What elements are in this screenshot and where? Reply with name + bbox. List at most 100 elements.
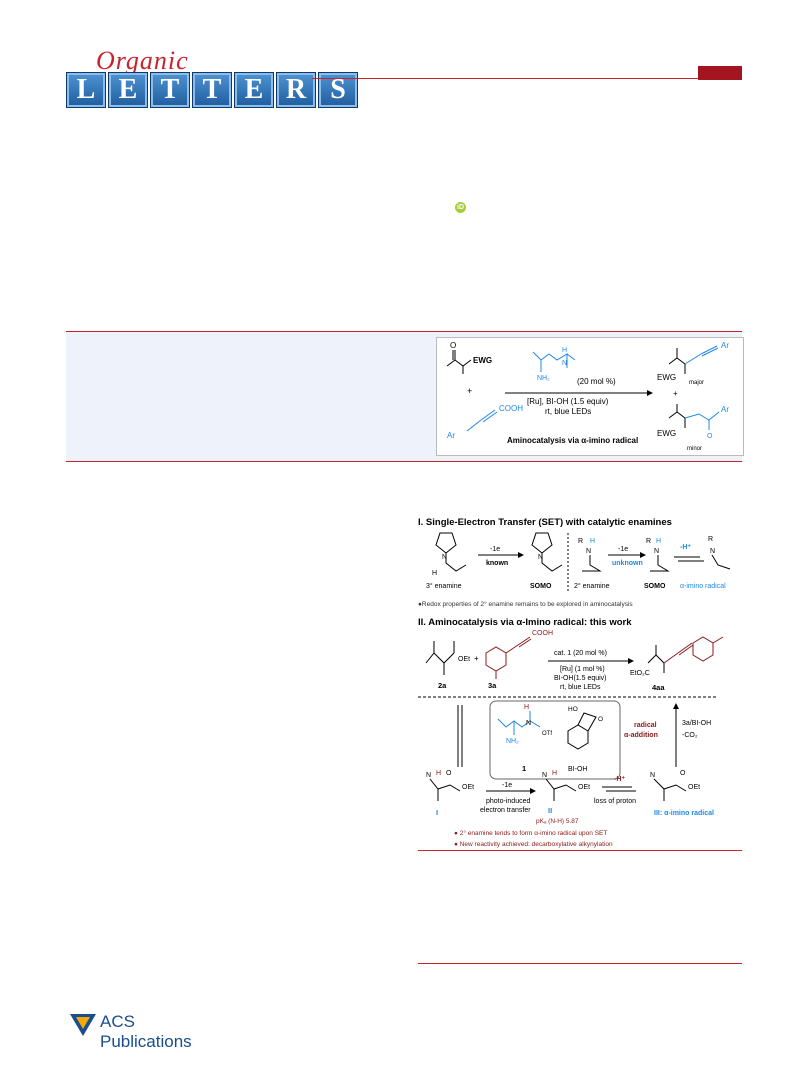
- svg-text:N: N: [542, 772, 547, 779]
- known-label: known: [486, 560, 508, 567]
- somo-b: SOMO: [644, 583, 666, 590]
- toc-ar: Ar: [447, 431, 455, 440]
- orcid-icon[interactable]: iD: [455, 202, 466, 213]
- svg-text:OEt: OEt: [462, 784, 474, 791]
- alpha-imino-a: α-imino radical: [680, 583, 726, 590]
- toc-graphic: O EWG + Ar COOH H N NH₂ (20 mol %) [Ru],…: [436, 337, 744, 456]
- label-II: II: [548, 806, 552, 815]
- svg-text:N: N: [562, 360, 567, 367]
- svg-text:N: N: [650, 772, 655, 779]
- label-4aa: 4aa: [652, 683, 665, 692]
- bioh-label: BI-OH: [568, 766, 587, 773]
- catalyst-1: [497, 711, 541, 735]
- svg-text:O: O: [598, 716, 603, 723]
- label-2a: 2a: [438, 681, 447, 690]
- svg-text:N: N: [442, 554, 447, 561]
- svg-text:O: O: [446, 770, 452, 777]
- logo-letter: R: [276, 72, 316, 108]
- svg-text:OEt: OEt: [688, 784, 700, 791]
- svg-text:R: R: [578, 538, 583, 545]
- label-1: 1: [522, 764, 526, 773]
- rt-condition: rt, blue LEDs: [560, 684, 601, 691]
- journal-logo-tiles: L E T T E R S: [66, 72, 358, 108]
- ketoester-2a: [425, 641, 455, 675]
- logo-letter: E: [108, 72, 148, 108]
- alpha-addition-label: α-addition: [624, 732, 658, 739]
- svg-text:N: N: [710, 548, 715, 555]
- svg-text:H: H: [562, 347, 567, 354]
- toc-plus: +: [467, 386, 472, 396]
- svg-text:O: O: [680, 770, 686, 777]
- acs-triangle-icon: [70, 1014, 96, 1036]
- toc-loading: (20 mol %): [577, 377, 616, 386]
- photo-line1: photo-induced: [486, 798, 530, 805]
- scheme-figure: I. Single-Electron Transfer (SET) with c…: [418, 513, 742, 850]
- bullet-1: ● 2° enamine tends to form α-imino radic…: [454, 829, 607, 837]
- svg-text:R: R: [646, 538, 651, 545]
- column-bottom-rule: [418, 963, 742, 964]
- logo-letter: L: [66, 72, 106, 108]
- label-3a: 3a: [488, 681, 497, 690]
- header-accent-block: [698, 66, 742, 80]
- svg-text:H: H: [432, 570, 437, 577]
- tertiary-enamine-label: 3° enamine: [426, 582, 462, 590]
- scheme-bottom-rule: [418, 850, 742, 851]
- toc-plus2: +: [673, 389, 678, 398]
- minus-e-c: -1e: [502, 782, 512, 789]
- label-I: I: [436, 808, 438, 817]
- logo-letter: T: [192, 72, 232, 108]
- logo-letter: T: [150, 72, 190, 108]
- ru-condition: [Ru] (1 mol %): [560, 666, 605, 673]
- svg-text:O: O: [707, 433, 713, 440]
- bioh-condition: BI-OH(1.5 equiv): [554, 675, 607, 682]
- svg-text:N: N: [586, 548, 591, 555]
- photo-line2: electron transfer: [480, 807, 531, 814]
- reagent-right: 3a/BI-OH: [682, 720, 711, 727]
- toc-major: major: [689, 380, 704, 386]
- toc-caption: Aminocatalysis via α-imino radical: [507, 436, 638, 445]
- svg-text:N: N: [654, 548, 659, 555]
- header-rule: [312, 78, 742, 79]
- unknown-label: unknown: [612, 560, 643, 567]
- svg-text:+: +: [474, 654, 479, 663]
- secondary-enamine-label: 2° enamine: [574, 582, 610, 590]
- somo-a: SOMO: [530, 583, 552, 590]
- svg-text:H: H: [436, 770, 441, 777]
- pyrrolidine-enamine: [435, 532, 467, 572]
- toc-ewg-major: EWG: [657, 373, 676, 382]
- bi-oh-structure: [567, 712, 597, 750]
- eto2c-label: EtO₂C: [630, 670, 650, 677]
- svg-text:Ar: Ar: [721, 405, 729, 414]
- nh2-label: NH₂: [506, 738, 519, 745]
- svg-text:N: N: [426, 772, 431, 779]
- scheme-section2-title: II. Aminocatalysis via α-Imino radical: …: [418, 617, 632, 628]
- cooh-label: COOH: [532, 630, 553, 637]
- minus-h-b: -H⁺: [614, 776, 625, 783]
- svg-text:EWG: EWG: [657, 429, 676, 438]
- svg-text:H: H: [656, 538, 661, 545]
- minus-e-b: -1e: [618, 546, 628, 553]
- toc-cooh: COOH: [499, 404, 523, 413]
- svg-text:Ar: Ar: [721, 341, 729, 350]
- co2-label: -CO₂: [682, 732, 698, 739]
- radical-label: radical: [634, 722, 657, 729]
- logo-letter: E: [234, 72, 274, 108]
- minus-h-a: -H⁺: [680, 544, 691, 551]
- svg-text:NH₂: NH₂: [537, 375, 550, 382]
- svg-text:R: R: [708, 536, 713, 543]
- toc-o: O: [450, 341, 456, 350]
- acs-publications-text: ACS Publications: [100, 1012, 192, 1051]
- svg-text:H: H: [590, 538, 595, 545]
- scheme-note1: ●Redox properties of 2° enamine remains …: [418, 600, 633, 608]
- journal-logo-script: Organic: [96, 46, 189, 75]
- bullet-2: ● New reactivity achieved: decarboxylati…: [454, 841, 613, 848]
- toc-ewg: EWG: [473, 356, 492, 365]
- toc-cond1: [Ru], BI-OH (1.5 equiv): [527, 397, 609, 406]
- svg-text:N: N: [538, 554, 543, 561]
- scheme-section1-title: I. Single-Electron Transfer (SET) with c…: [418, 517, 672, 528]
- acs-publications-logo[interactable]: ACS Publications: [68, 1008, 208, 1051]
- cat-condition: cat. 1 (20 mol %): [554, 650, 607, 657]
- ho-label: HO: [568, 706, 578, 713]
- alkyne-acid-3a: [485, 636, 532, 679]
- label-III: III: α-imino radical: [654, 810, 714, 817]
